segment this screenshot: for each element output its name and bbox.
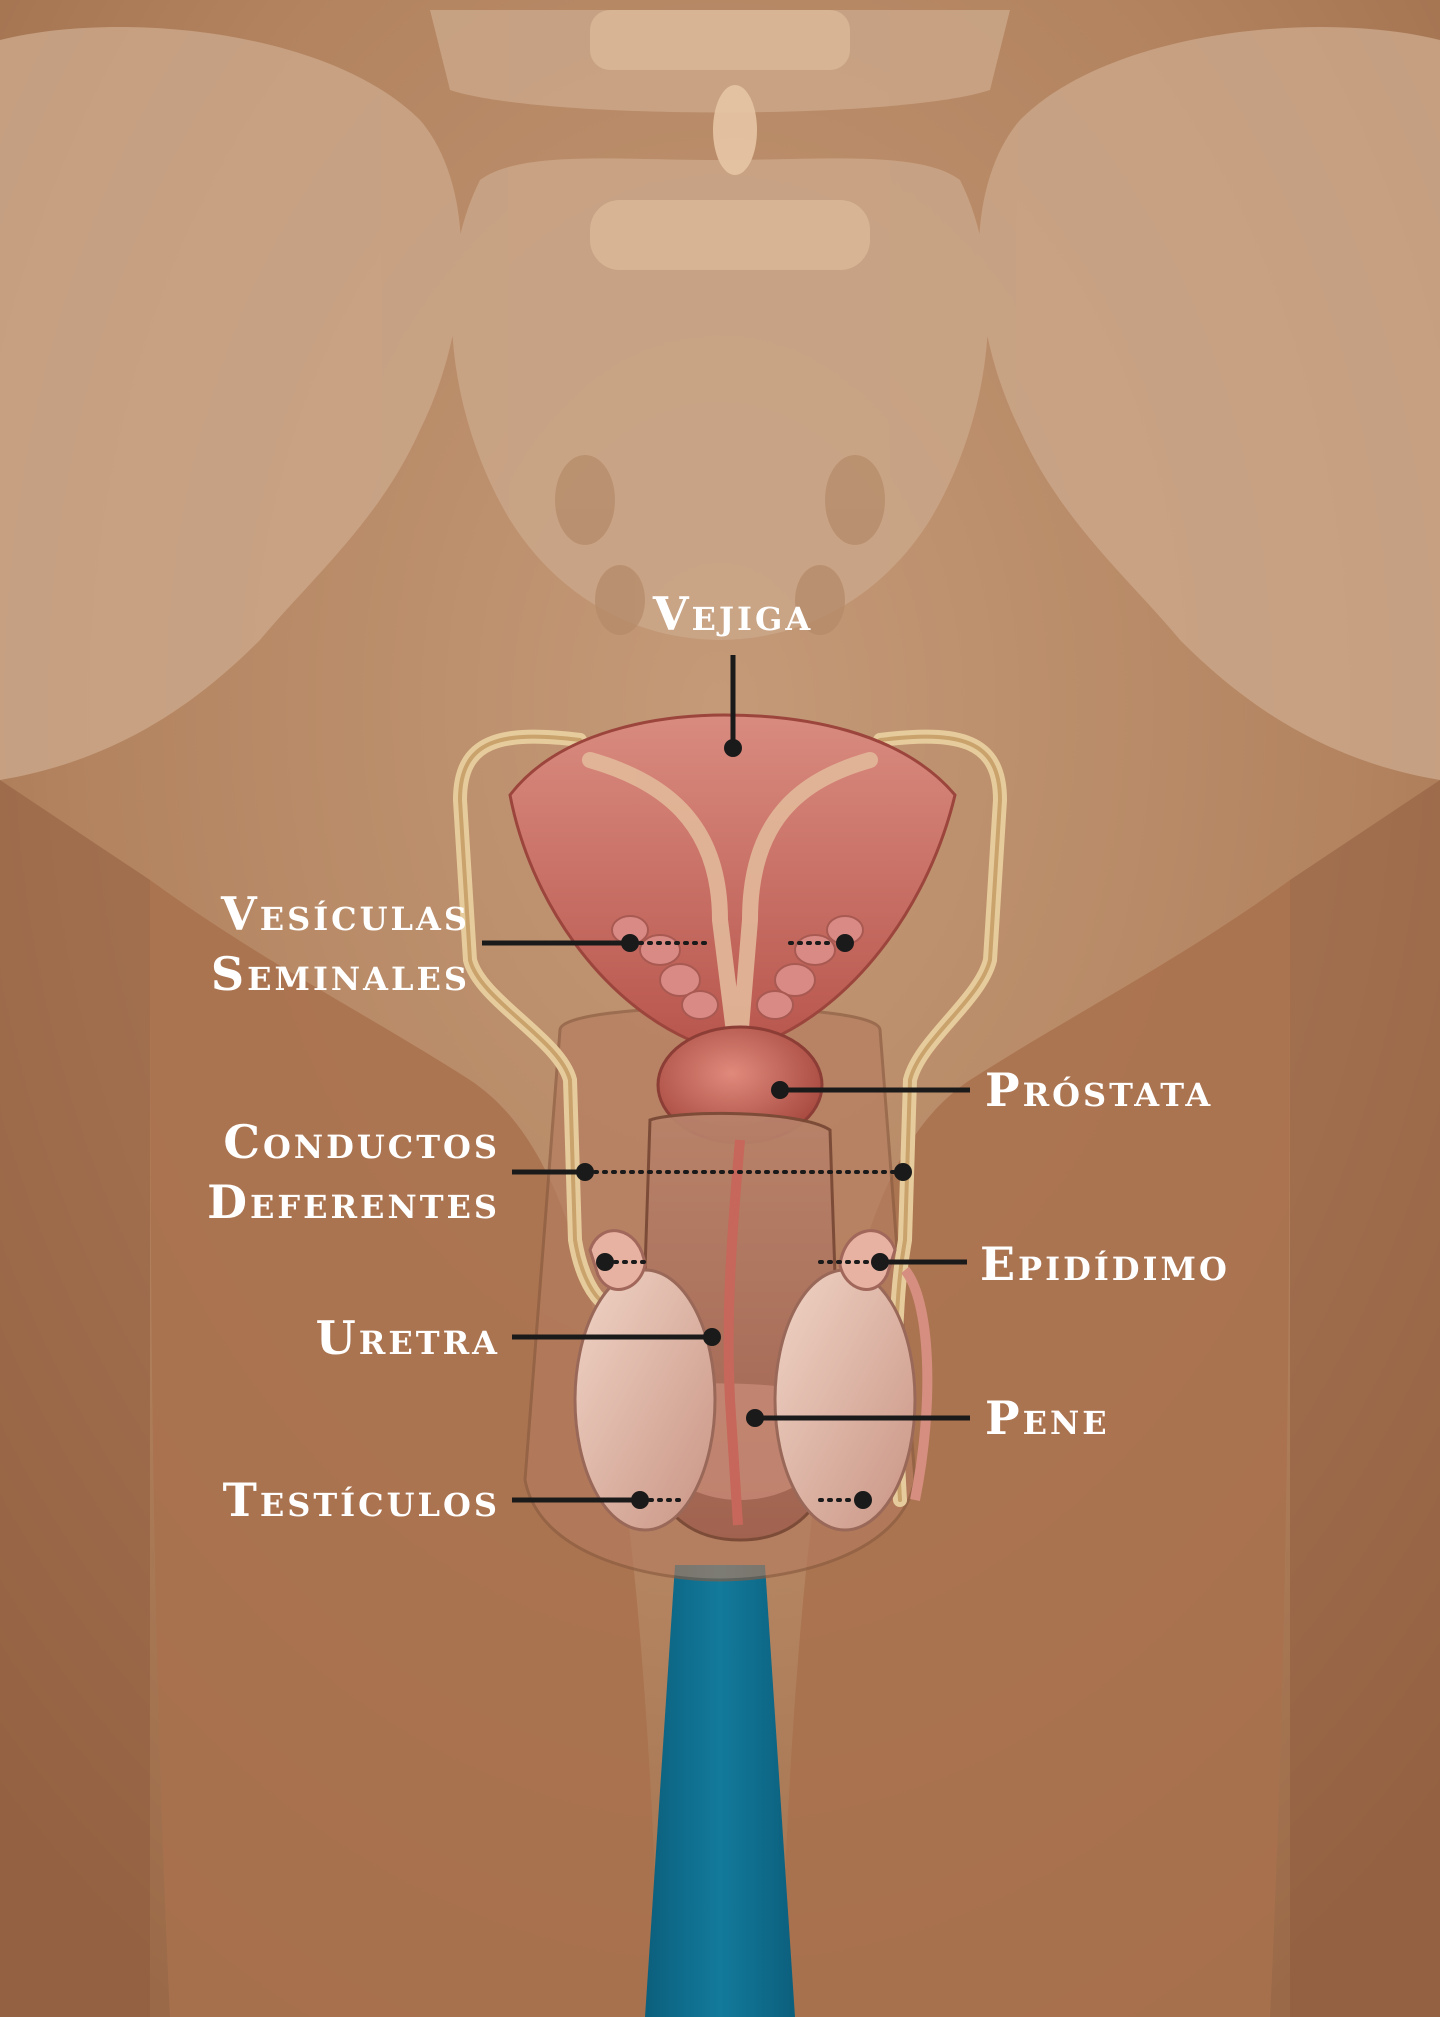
label-conductos-line1: Conductos — [223, 1115, 500, 1169]
testicle-left — [575, 1270, 715, 1530]
label-testiculos: Testículos — [223, 1473, 500, 1527]
label-epididimo: Epidídimo — [980, 1237, 1230, 1291]
label-conductos-line2: Deferentes — [207, 1175, 500, 1229]
left-shadow — [0, 780, 150, 2017]
label-pene: Pene — [985, 1391, 1110, 1445]
label-vejiga: Vejiga — [652, 587, 813, 641]
label-vesiculas-line2: Seminales — [211, 947, 470, 1001]
dot-vejiga — [724, 739, 742, 757]
testicle-right — [775, 1270, 915, 1530]
right-shadow — [1290, 780, 1440, 2017]
label-prostata: Próstata — [985, 1063, 1213, 1117]
label-vesiculas-line1: Vesículas — [220, 887, 470, 941]
label-uretra: Uretra — [316, 1311, 500, 1365]
